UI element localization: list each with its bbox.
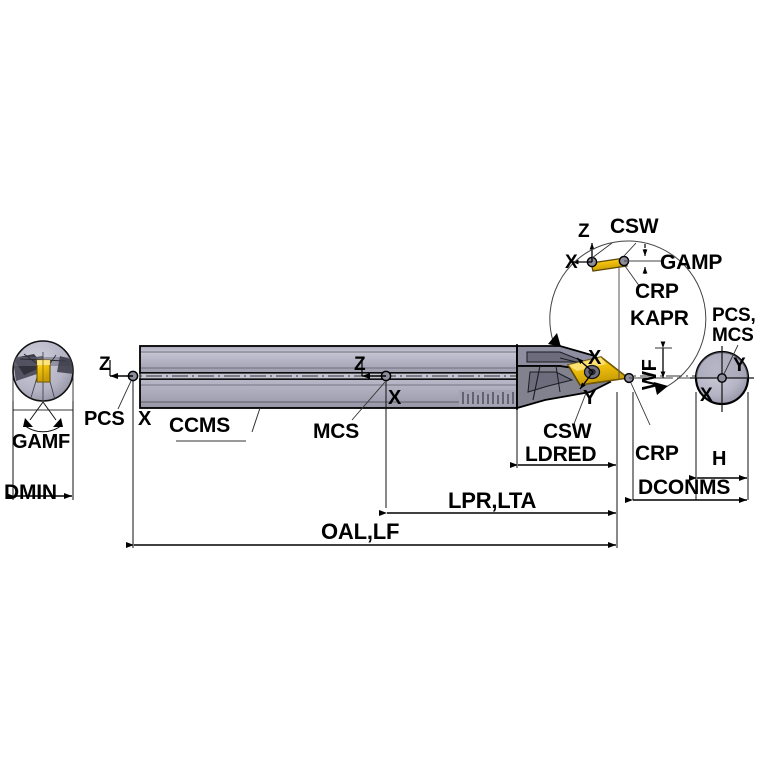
ccms-leader xyxy=(176,407,261,442)
label-h: H xyxy=(712,448,727,470)
label-x-top: X xyxy=(565,252,578,273)
label-crp-top: CRP xyxy=(635,280,679,303)
label-crp-head: CRP xyxy=(635,442,679,465)
insert-side-view xyxy=(572,242,664,378)
length-dimensions xyxy=(126,381,618,548)
right-end-view xyxy=(625,344,754,503)
pcs-origin-left xyxy=(109,360,139,410)
label-csw-head: CSW xyxy=(543,420,592,443)
left-end-view xyxy=(6,340,74,500)
cutting-head xyxy=(516,344,635,410)
label-ccms: CCMS xyxy=(169,414,231,437)
label-z-top: Z xyxy=(578,221,590,242)
label-z-left: Z xyxy=(99,354,111,375)
label-x-mid: X xyxy=(388,387,402,409)
label-y-head: Y xyxy=(583,387,597,409)
mcs-origin xyxy=(351,360,392,421)
knurled-section xyxy=(459,390,516,406)
label-x-head: X xyxy=(588,347,602,369)
label-kapr: KAPR xyxy=(630,307,689,330)
label-mcs: MCS xyxy=(313,420,360,443)
label-ldred: LDRED xyxy=(525,443,597,466)
label-y-end: Y xyxy=(733,355,746,376)
label-x-end: X xyxy=(700,385,713,406)
label-gamp: GAMP xyxy=(660,251,723,274)
label-pcs-mcs-1: PCS, xyxy=(712,305,756,326)
label-dconms: DCONMS xyxy=(638,476,731,499)
label-lpr-lta: LPR,LTA xyxy=(448,488,537,513)
label-dmin: DMIN xyxy=(4,481,57,504)
label-z-mid: Z xyxy=(354,354,366,375)
label-pcs-mcs-2: MCS xyxy=(712,325,754,346)
label-csw-top: CSW xyxy=(610,215,659,238)
label-wf: WF xyxy=(639,359,661,390)
head-axes xyxy=(573,357,651,426)
label-oal-lf: OAL,LF xyxy=(321,519,400,544)
wf-dimension xyxy=(638,341,672,379)
label-gamf: GAMF xyxy=(12,431,71,453)
label-x-left: X xyxy=(138,408,152,430)
label-pcs-left: PCS xyxy=(84,408,125,430)
